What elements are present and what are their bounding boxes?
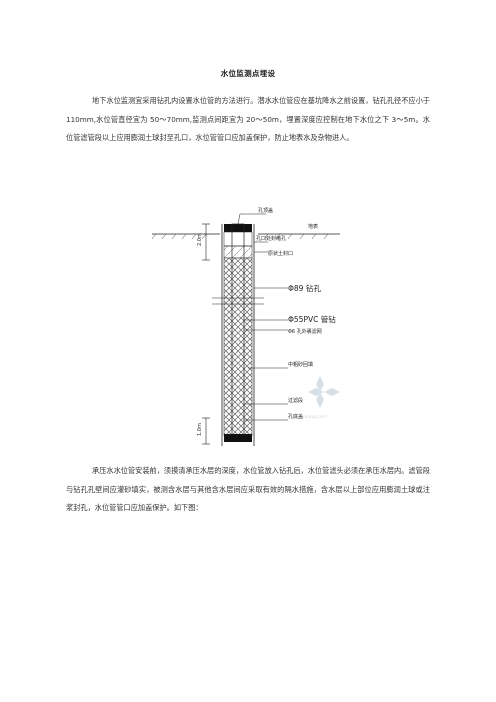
label-pvc-holes: Φ6 孔外裹滤网 — [288, 328, 322, 335]
dim-bottom-label: 1.0m — [197, 423, 203, 436]
label-borehole: Φ89 钻孔 — [288, 283, 321, 293]
label-seal: 孔口处封堵孔 — [256, 235, 286, 242]
top-cap-shape — [224, 224, 252, 232]
paragraph-confined-water-installation: 承压水水位管安装前，须摸清承压水层的深度，水位管放入钻孔后，水位管滤头必须在承压… — [66, 466, 430, 513]
watermark-logo: zhulong.com — [298, 376, 340, 420]
label-clay-seal: 原状土封口 — [268, 250, 293, 257]
label-pvc-pipe: Φ55PVC 管钻 — [288, 314, 336, 324]
ground-hatch-right — [263, 233, 329, 240]
bottom-cap-shape — [224, 434, 252, 442]
label-top-cap: 孔顶盖 — [258, 207, 273, 214]
monitoring-well-diagram: 2.0m 1.0m 孔顶盖 地表 孔口处封堵孔 原状土封口 Φ89 钻孔 Φ55… — [148, 198, 348, 448]
label-filter: 过滤段 — [288, 397, 303, 404]
watermark-text: zhulong.com — [298, 414, 327, 420]
dim-top-label: 2.0m — [197, 233, 203, 246]
monitoring-well-svg: 2.0m 1.0m 孔顶盖 地表 孔口处封堵孔 原状土封口 Φ89 钻孔 Φ55… — [151, 207, 340, 446]
label-bottom-cap: 孔底盖 — [288, 413, 303, 420]
ground-hatch-left — [151, 233, 207, 240]
label-sand: 中粗砂回填 — [288, 361, 313, 368]
seal-zone — [223, 231, 253, 247]
sand-backfill — [223, 257, 253, 437]
paragraph-water-level-installation: 地下水位监测宜采用钻孔内设置水位管的方法进行。潜水水位管应在基坑降水之前设置，钻… — [66, 96, 430, 143]
label-ground: 地表 — [308, 223, 318, 230]
clay-seal-zone — [223, 245, 253, 259]
document-title: 水位监测点埋设 — [220, 69, 276, 78]
